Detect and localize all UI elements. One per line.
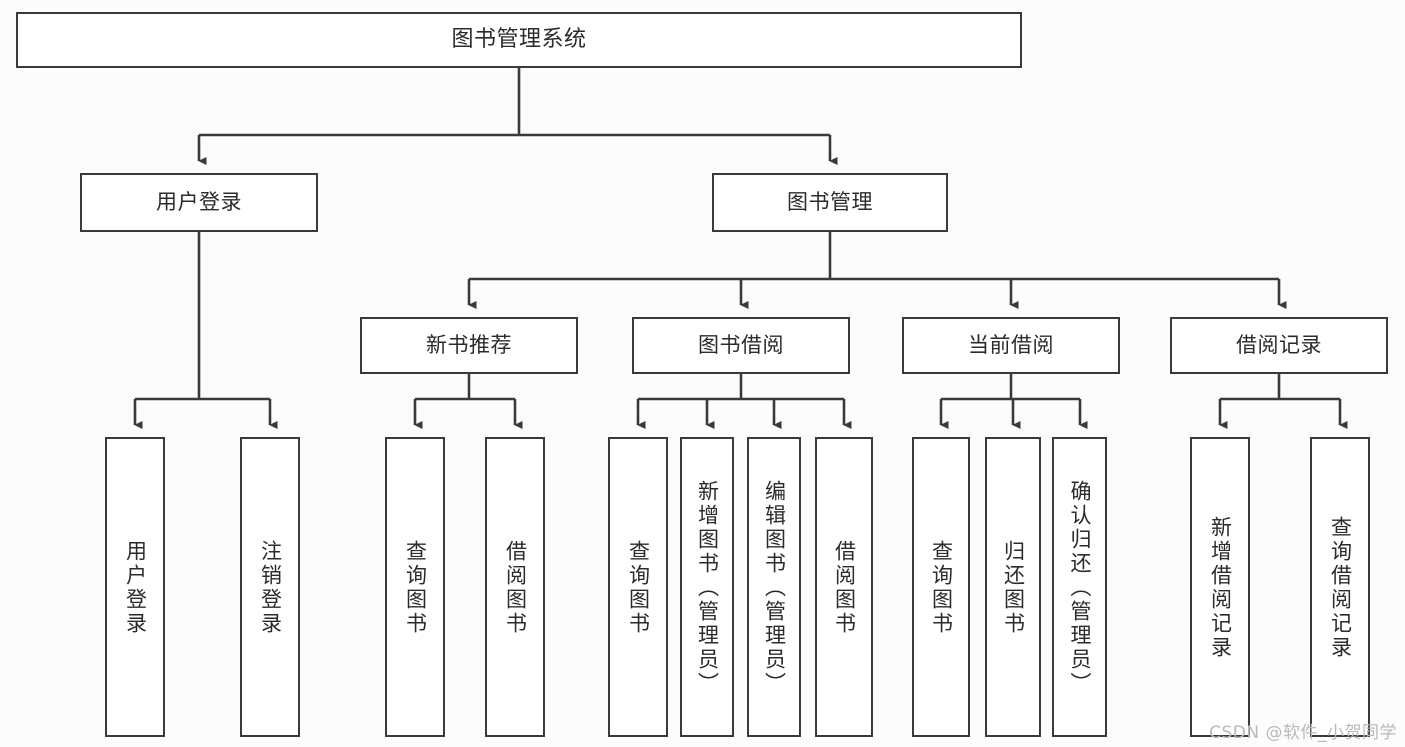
node-label: 编辑图书（管理员） bbox=[762, 480, 787, 696]
node-leaf-add-book[interactable]: 新增图书（管理员） bbox=[680, 437, 734, 737]
node-label: 查询借阅记录 bbox=[1328, 516, 1353, 660]
node-label: 新书推荐 bbox=[426, 332, 512, 357]
node-leaf-user-logout[interactable]: 注销登录 bbox=[240, 437, 300, 737]
node-bookmgmt[interactable]: 图书管理 bbox=[712, 173, 948, 232]
node-leaf-user-login[interactable]: 用户登录 bbox=[105, 437, 165, 737]
node-label: 新增图书（管理员） bbox=[695, 480, 720, 696]
node-leaf-query-book-3[interactable]: 查询图书 bbox=[912, 437, 970, 737]
node-leaf-add-record[interactable]: 新增借阅记录 bbox=[1190, 437, 1250, 737]
node-label: 新增借阅记录 bbox=[1208, 516, 1233, 660]
node-leaf-borrow-book-1[interactable]: 借阅图书 bbox=[485, 437, 545, 737]
node-leaf-query-book-1[interactable]: 查询图书 bbox=[385, 437, 445, 737]
node-leaf-edit-book[interactable]: 编辑图书（管理员） bbox=[747, 437, 801, 737]
node-label: 注销登录 bbox=[258, 540, 283, 636]
node-label: 查询图书 bbox=[403, 540, 428, 636]
node-label: 图书管理系统 bbox=[451, 26, 587, 52]
node-label: 查询图书 bbox=[626, 540, 651, 636]
node-label: 查询图书 bbox=[929, 540, 954, 636]
node-leaf-borrow-book-2[interactable]: 借阅图书 bbox=[815, 437, 873, 737]
node-leaf-query-record[interactable]: 查询借阅记录 bbox=[1310, 437, 1370, 737]
node-records[interactable]: 借阅记录 bbox=[1170, 317, 1388, 374]
node-label: 归还图书 bbox=[1001, 540, 1026, 636]
node-label: 图书借阅 bbox=[698, 332, 784, 357]
node-label: 当前借阅 bbox=[968, 332, 1054, 357]
node-leaf-query-book-2[interactable]: 查询图书 bbox=[608, 437, 668, 737]
node-label: 用户登录 bbox=[123, 540, 148, 636]
node-newbook[interactable]: 新书推荐 bbox=[360, 317, 578, 374]
node-current[interactable]: 当前借阅 bbox=[902, 317, 1120, 374]
node-leaf-return-book[interactable]: 归还图书 bbox=[985, 437, 1041, 737]
node-label: 确认归还（管理员） bbox=[1067, 480, 1092, 696]
node-root[interactable]: 图书管理系统 bbox=[16, 12, 1022, 68]
node-label: 借阅图书 bbox=[503, 540, 528, 636]
node-label: 借阅记录 bbox=[1236, 332, 1322, 357]
node-label: 借阅图书 bbox=[832, 540, 857, 636]
node-leaf-confirm-return[interactable]: 确认归还（管理员） bbox=[1052, 437, 1107, 737]
node-label: 用户登录 bbox=[156, 189, 242, 214]
node-login[interactable]: 用户登录 bbox=[80, 173, 318, 232]
node-borrow[interactable]: 图书借阅 bbox=[632, 317, 850, 374]
node-label: 图书管理 bbox=[787, 189, 873, 214]
